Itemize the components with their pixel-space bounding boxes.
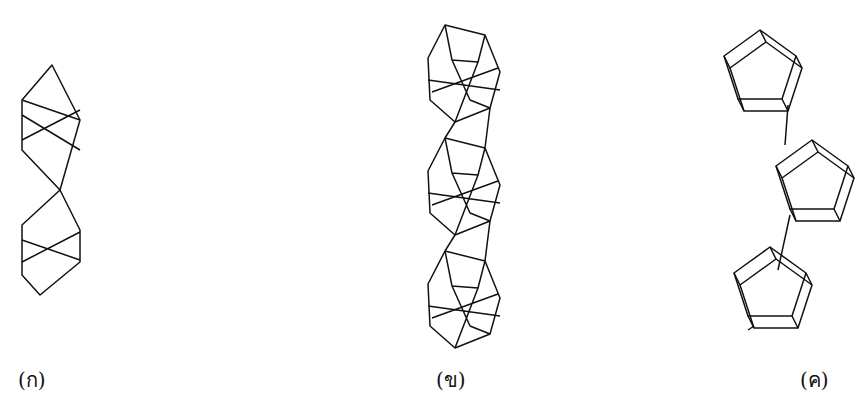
figure-label: (ข) — [436, 364, 466, 396]
pentagonal-prism-chain — [724, 30, 854, 330]
octahedron-chain — [22, 65, 80, 295]
figure-label: (ค) — [800, 364, 829, 396]
polyhedra-column — [428, 25, 500, 348]
figure-label: (ก) — [18, 364, 46, 396]
